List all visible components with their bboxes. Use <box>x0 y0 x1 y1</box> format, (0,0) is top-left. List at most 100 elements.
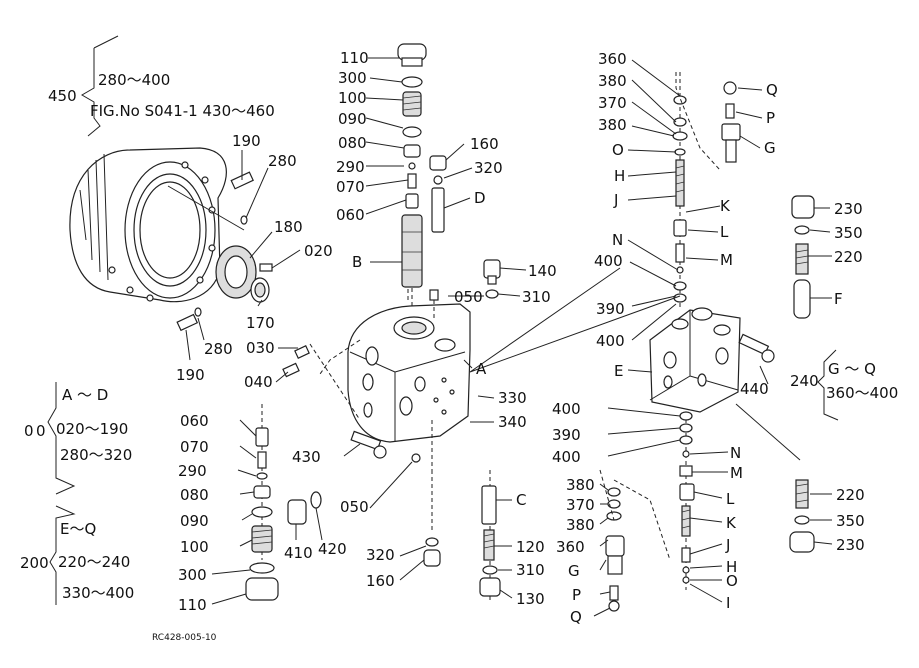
callout-370: 370 <box>566 496 595 514</box>
callout-300: 300 <box>178 566 207 584</box>
callout-160: 160 <box>366 572 395 590</box>
group-number: 200 <box>20 554 49 572</box>
group-range: 220～240 <box>58 553 130 571</box>
callout-380: 380 <box>598 72 627 90</box>
callout-050: 050 <box>340 498 369 516</box>
callout-140: 140 <box>528 262 557 280</box>
right-lower-plug <box>735 403 815 553</box>
group-note-200: 200 E～Q 220～240 330～400 <box>20 505 134 605</box>
group-number: 0 <box>24 422 34 440</box>
callout-060: 060 <box>336 206 365 224</box>
callout-N: N <box>612 231 623 249</box>
group-number: 240 <box>790 372 819 390</box>
callout-E: E <box>614 362 623 380</box>
callout-060: 060 <box>180 412 209 430</box>
callout-400: 400 <box>552 400 581 418</box>
callout-400: 400 <box>596 332 625 350</box>
callout-C: C <box>516 491 526 509</box>
callout-120: 120 <box>516 538 545 556</box>
callout-350: 350 <box>834 224 863 242</box>
callout-O: O <box>726 572 738 590</box>
callout-090: 090 <box>338 110 367 128</box>
bolt-430 <box>350 430 387 459</box>
callout-050: 050 <box>454 288 483 306</box>
group-range: 360～400 <box>826 384 898 402</box>
top-plug-110 <box>397 43 427 67</box>
callout-110: 110 <box>340 49 369 67</box>
right-top-stack <box>672 72 721 310</box>
callout-410: 410 <box>284 544 313 562</box>
leader-lines <box>185 57 833 617</box>
drawing-code: RC428-005-10 <box>152 633 217 643</box>
callout-230: 230 <box>834 200 863 218</box>
callout-180: 180 <box>274 218 303 236</box>
callout-L: L <box>720 223 729 241</box>
callout-160: 160 <box>470 135 499 153</box>
group-note-240: 240 G ～ Q 360～400 <box>790 349 898 421</box>
group-fig-ref: FIG.No S041-1 430～460 <box>90 102 275 120</box>
group-range: G ～ Q <box>828 360 876 378</box>
valve-block-drawing <box>319 286 471 470</box>
group-range: 330～400 <box>62 584 134 602</box>
group-note-450: 450 280～400 FIG.No S041-1 430～460 <box>48 35 275 137</box>
callout-190: 190 <box>176 366 205 384</box>
callout-380: 380 <box>566 516 595 534</box>
group-range: 280～400 <box>98 71 170 89</box>
callout-P: P <box>572 586 581 604</box>
f-stack <box>791 195 815 319</box>
callout-030: 030 <box>246 339 275 357</box>
group-range: 280～320 <box>60 446 132 464</box>
callout-J: J <box>613 191 618 209</box>
callout-320: 320 <box>474 159 503 177</box>
callout-430: 430 <box>292 448 321 466</box>
callout-300: 300 <box>338 69 367 87</box>
callout-380: 380 <box>566 476 595 494</box>
callout-360: 360 <box>598 50 627 68</box>
callout-340: 340 <box>498 413 527 431</box>
group-range: A ～ D <box>62 386 108 404</box>
callout-220: 220 <box>834 248 863 266</box>
callout-280: 280 <box>204 340 233 358</box>
group-range: E～Q <box>60 520 96 538</box>
callout-280: 280 <box>268 152 297 170</box>
callout-110: 110 <box>178 596 207 614</box>
callout-360: 360 <box>556 538 585 556</box>
group-number: 450 <box>48 87 77 105</box>
callout-H: H <box>614 167 625 185</box>
qpg-top <box>721 81 741 163</box>
callout-P: P <box>766 109 775 127</box>
callout-B: B <box>352 253 362 271</box>
callout-D: D <box>474 189 486 207</box>
callout-040: 040 <box>244 373 273 391</box>
callout-G: G <box>568 562 580 580</box>
valve-block-e <box>649 307 741 413</box>
callout-K: K <box>726 514 737 532</box>
central-stack-parts <box>401 76 501 318</box>
callout-310: 310 <box>522 288 551 306</box>
callout-130: 130 <box>516 590 545 608</box>
callout-390: 390 <box>552 426 581 444</box>
callout-390: 390 <box>596 300 625 318</box>
callout-N: N <box>730 444 741 462</box>
right-lower-stack <box>599 411 695 612</box>
callout-330: 330 <box>498 389 527 407</box>
callout-370: 370 <box>598 94 627 112</box>
callout-I: I <box>726 594 730 612</box>
callout-090: 090 <box>180 512 209 530</box>
callout-O: O <box>612 141 624 159</box>
callout-310: 310 <box>516 561 545 579</box>
fittings-030-040 <box>282 343 361 421</box>
group-range: 020～190 <box>56 420 128 438</box>
callout-070: 070 <box>336 178 365 196</box>
callout-290: 290 <box>178 462 207 480</box>
callout-L: L <box>726 490 735 508</box>
callout-labels: 110 300 100 090 080 160 320 290 070 D 06… <box>176 49 865 626</box>
callout-420: 420 <box>318 540 347 558</box>
callout-020: 020 <box>304 242 333 260</box>
motor-housing-drawing <box>69 147 273 332</box>
callout-380: 380 <box>598 116 627 134</box>
callout-J: J <box>725 536 730 554</box>
callout-K: K <box>720 197 731 215</box>
callout-Q: Q <box>570 608 582 626</box>
